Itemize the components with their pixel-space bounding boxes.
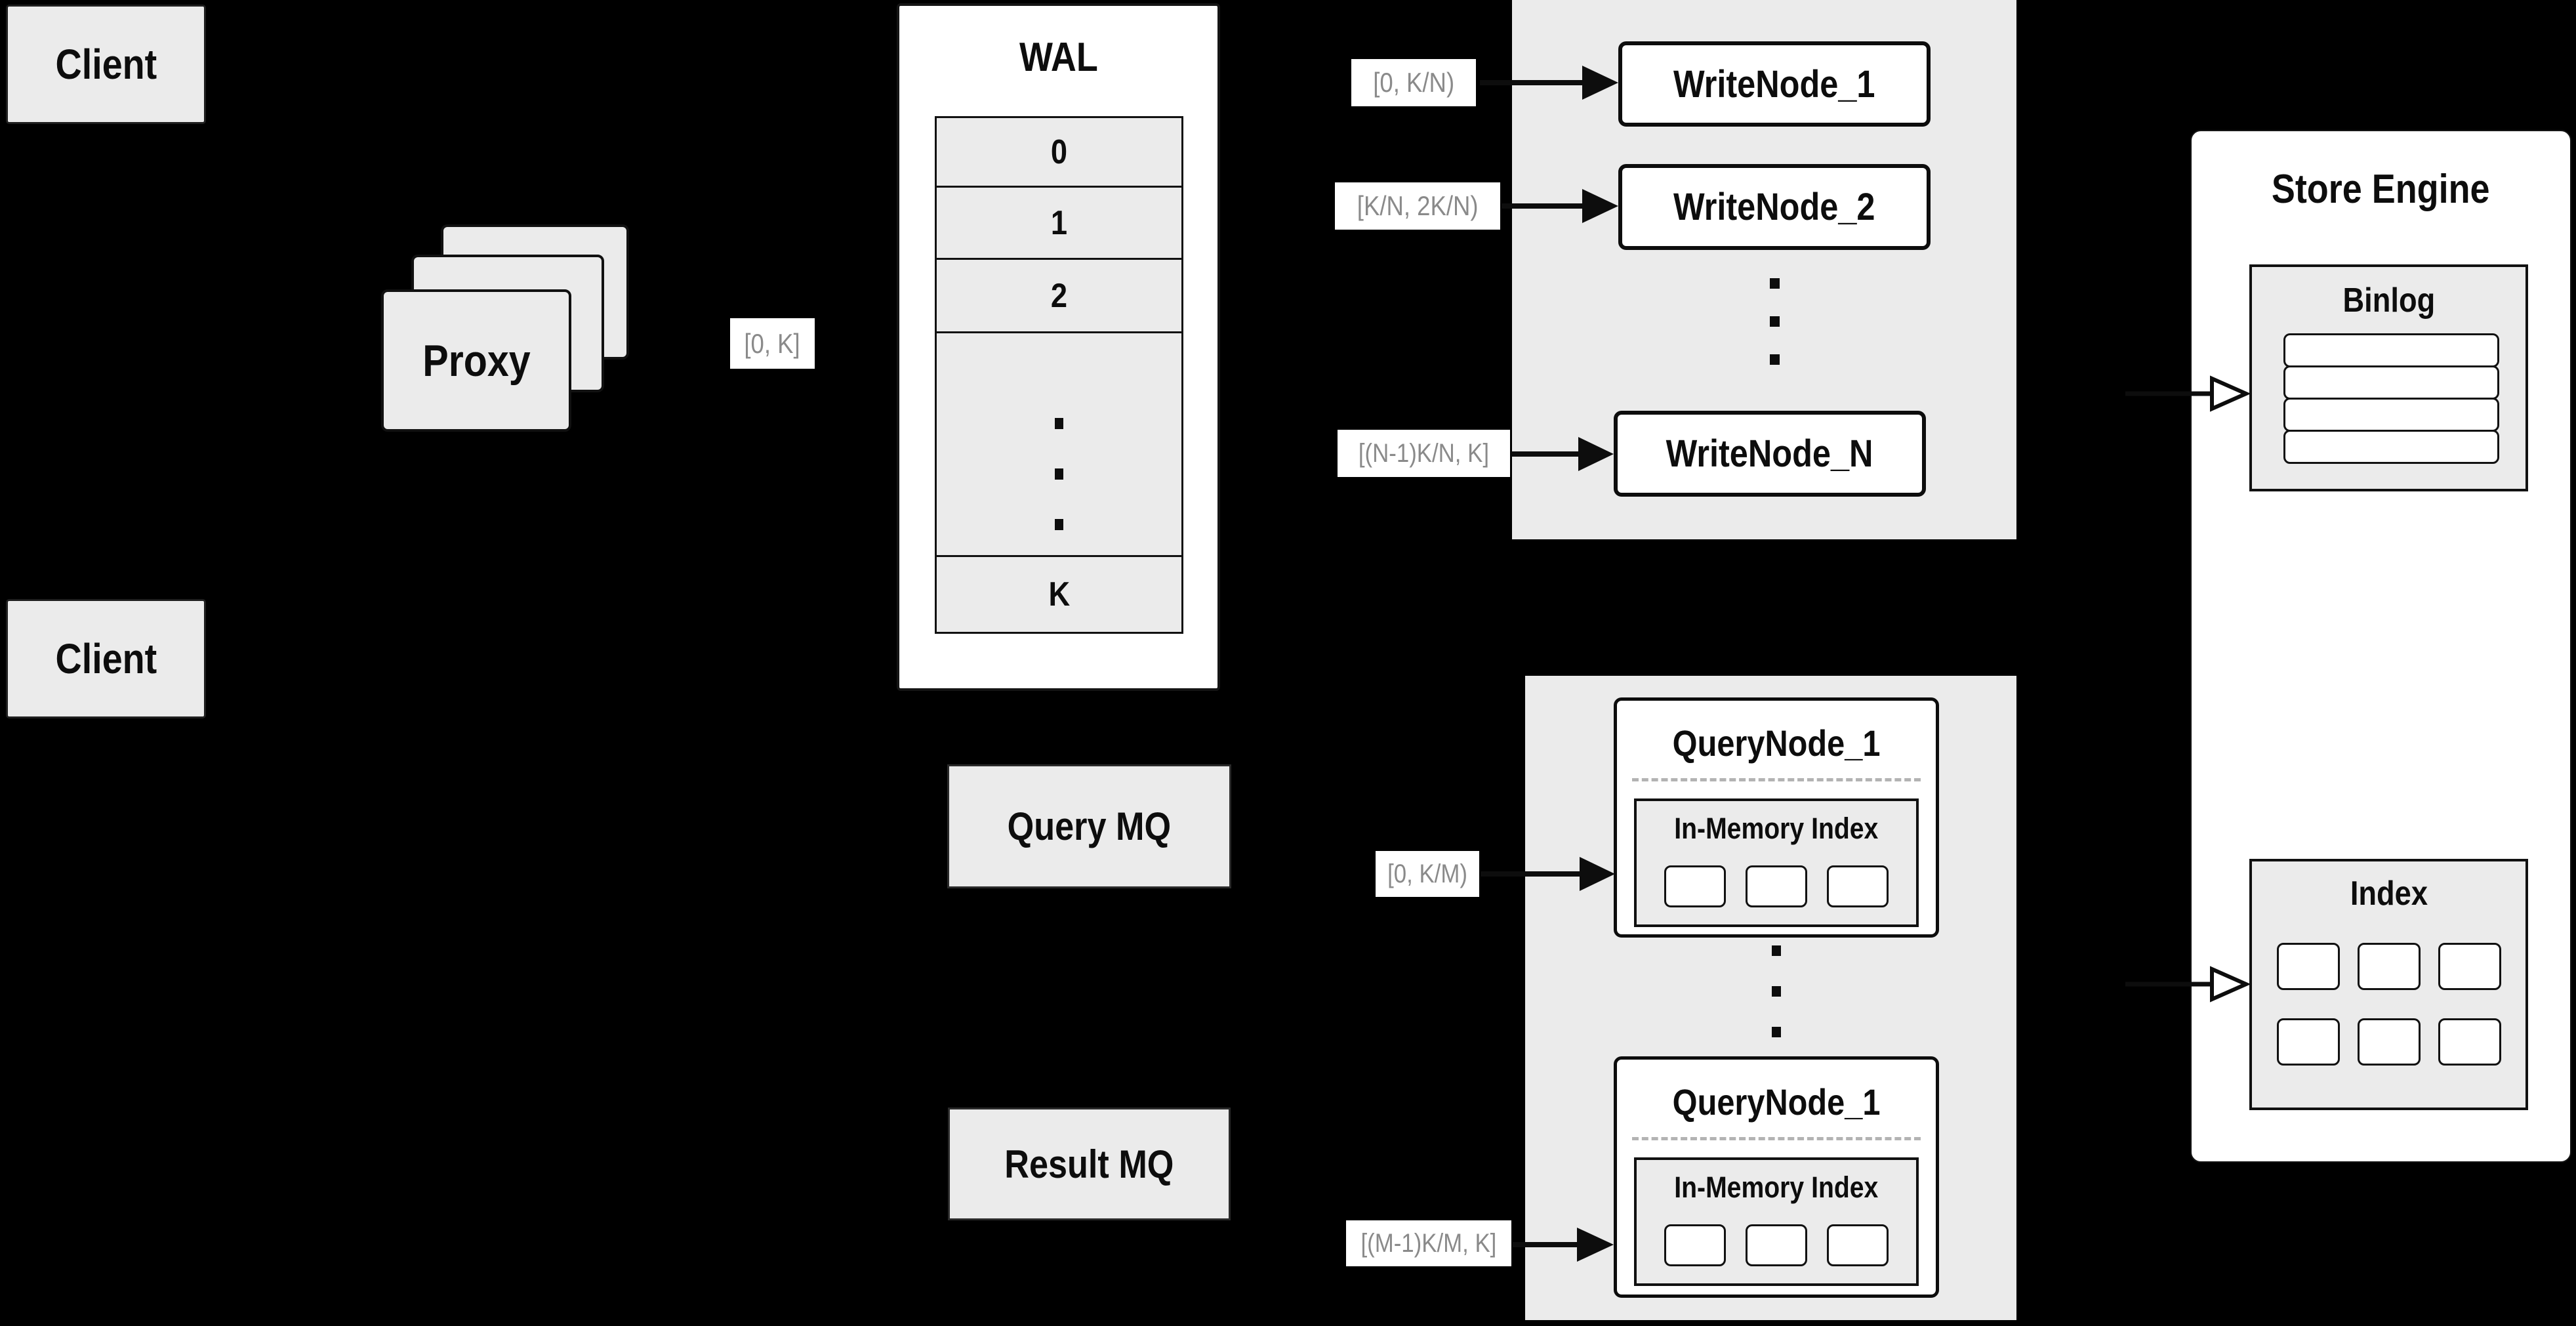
range-label-proxy-out: [0, K]	[730, 318, 815, 369]
index-segments	[1664, 865, 1889, 907]
index-cells-row	[2249, 1018, 2528, 1066]
wal-table: 0 1 2 K	[935, 116, 1183, 634]
store-engine-title: Store Engine	[2272, 166, 2490, 212]
binlog-segment	[2283, 365, 2499, 400]
write-node-n: WriteNode_N	[1614, 411, 1926, 497]
range-label-write-n: [(N-1)K/N, K]	[1338, 430, 1510, 477]
in-memory-index-title: In-Memory Index	[1674, 812, 1879, 845]
range-label-write-1: [0, K/N)	[1351, 59, 1476, 106]
client-label: Client	[55, 41, 157, 88]
wal-row: 1	[935, 186, 1183, 260]
wal-row: 2	[935, 258, 1183, 333]
range-label-write-2: [K/N, 2K/N)	[1335, 182, 1500, 230]
result-mq-box: Result MQ	[948, 1108, 1231, 1220]
binlog-title: Binlog	[2342, 281, 2435, 320]
binlog-segment	[2283, 430, 2499, 464]
client-box-top: Client	[6, 5, 206, 124]
in-memory-index-box: In-Memory Index	[1634, 798, 1919, 927]
index-cell	[2357, 1018, 2421, 1066]
client-label: Client	[55, 635, 157, 682]
index-segments	[1664, 1224, 1889, 1266]
index-cells-row	[2249, 943, 2528, 990]
index-cell	[2276, 1018, 2340, 1066]
binlog-rows	[2283, 333, 2499, 464]
index-cell	[2276, 943, 2340, 990]
index-segment	[1746, 865, 1807, 907]
wal-title: WAL	[1019, 34, 1098, 80]
query-node-title: QueryNode_1	[1672, 1081, 1881, 1123]
query-node-title: QueryNode_1	[1672, 722, 1881, 764]
binlog-segment	[2283, 333, 2499, 367]
wal-row-ellipsis	[935, 331, 1183, 557]
write-node-2: WriteNode_2	[1618, 164, 1931, 250]
index-segment	[1746, 1224, 1807, 1266]
index-segment	[1827, 865, 1889, 907]
index-segment	[1827, 1224, 1889, 1266]
proxy-card-front: Proxy	[381, 289, 571, 432]
range-label-query-1: [0, K/M)	[1376, 851, 1479, 897]
index-title: Index	[2350, 875, 2428, 913]
query-node-1: QueryNode_1 In-Memory Index	[1614, 697, 1939, 938]
in-memory-index-box: In-Memory Index	[1634, 1157, 1919, 1286]
query-node-m: QueryNode_1 In-Memory Index	[1614, 1056, 1939, 1298]
index-cell	[2357, 943, 2421, 990]
dashed-divider	[1632, 778, 1921, 781]
client-box-bottom: Client	[6, 599, 206, 718]
write-node-1: WriteNode_1	[1618, 41, 1931, 127]
wal-row: 0	[935, 116, 1183, 188]
proxy-label: Proxy	[422, 335, 531, 386]
in-memory-index-title: In-Memory Index	[1674, 1171, 1879, 1204]
dashed-divider	[1632, 1137, 1921, 1140]
query-mq-box: Query MQ	[947, 764, 1231, 888]
index-segment	[1664, 865, 1726, 907]
index-cell	[2438, 943, 2501, 990]
index-cell	[2438, 1018, 2501, 1066]
wal-row: K	[935, 555, 1183, 634]
binlog-segment	[2283, 398, 2499, 432]
index-segment	[1664, 1224, 1726, 1266]
range-label-query-m: [(M-1)K/M, K]	[1346, 1220, 1511, 1266]
